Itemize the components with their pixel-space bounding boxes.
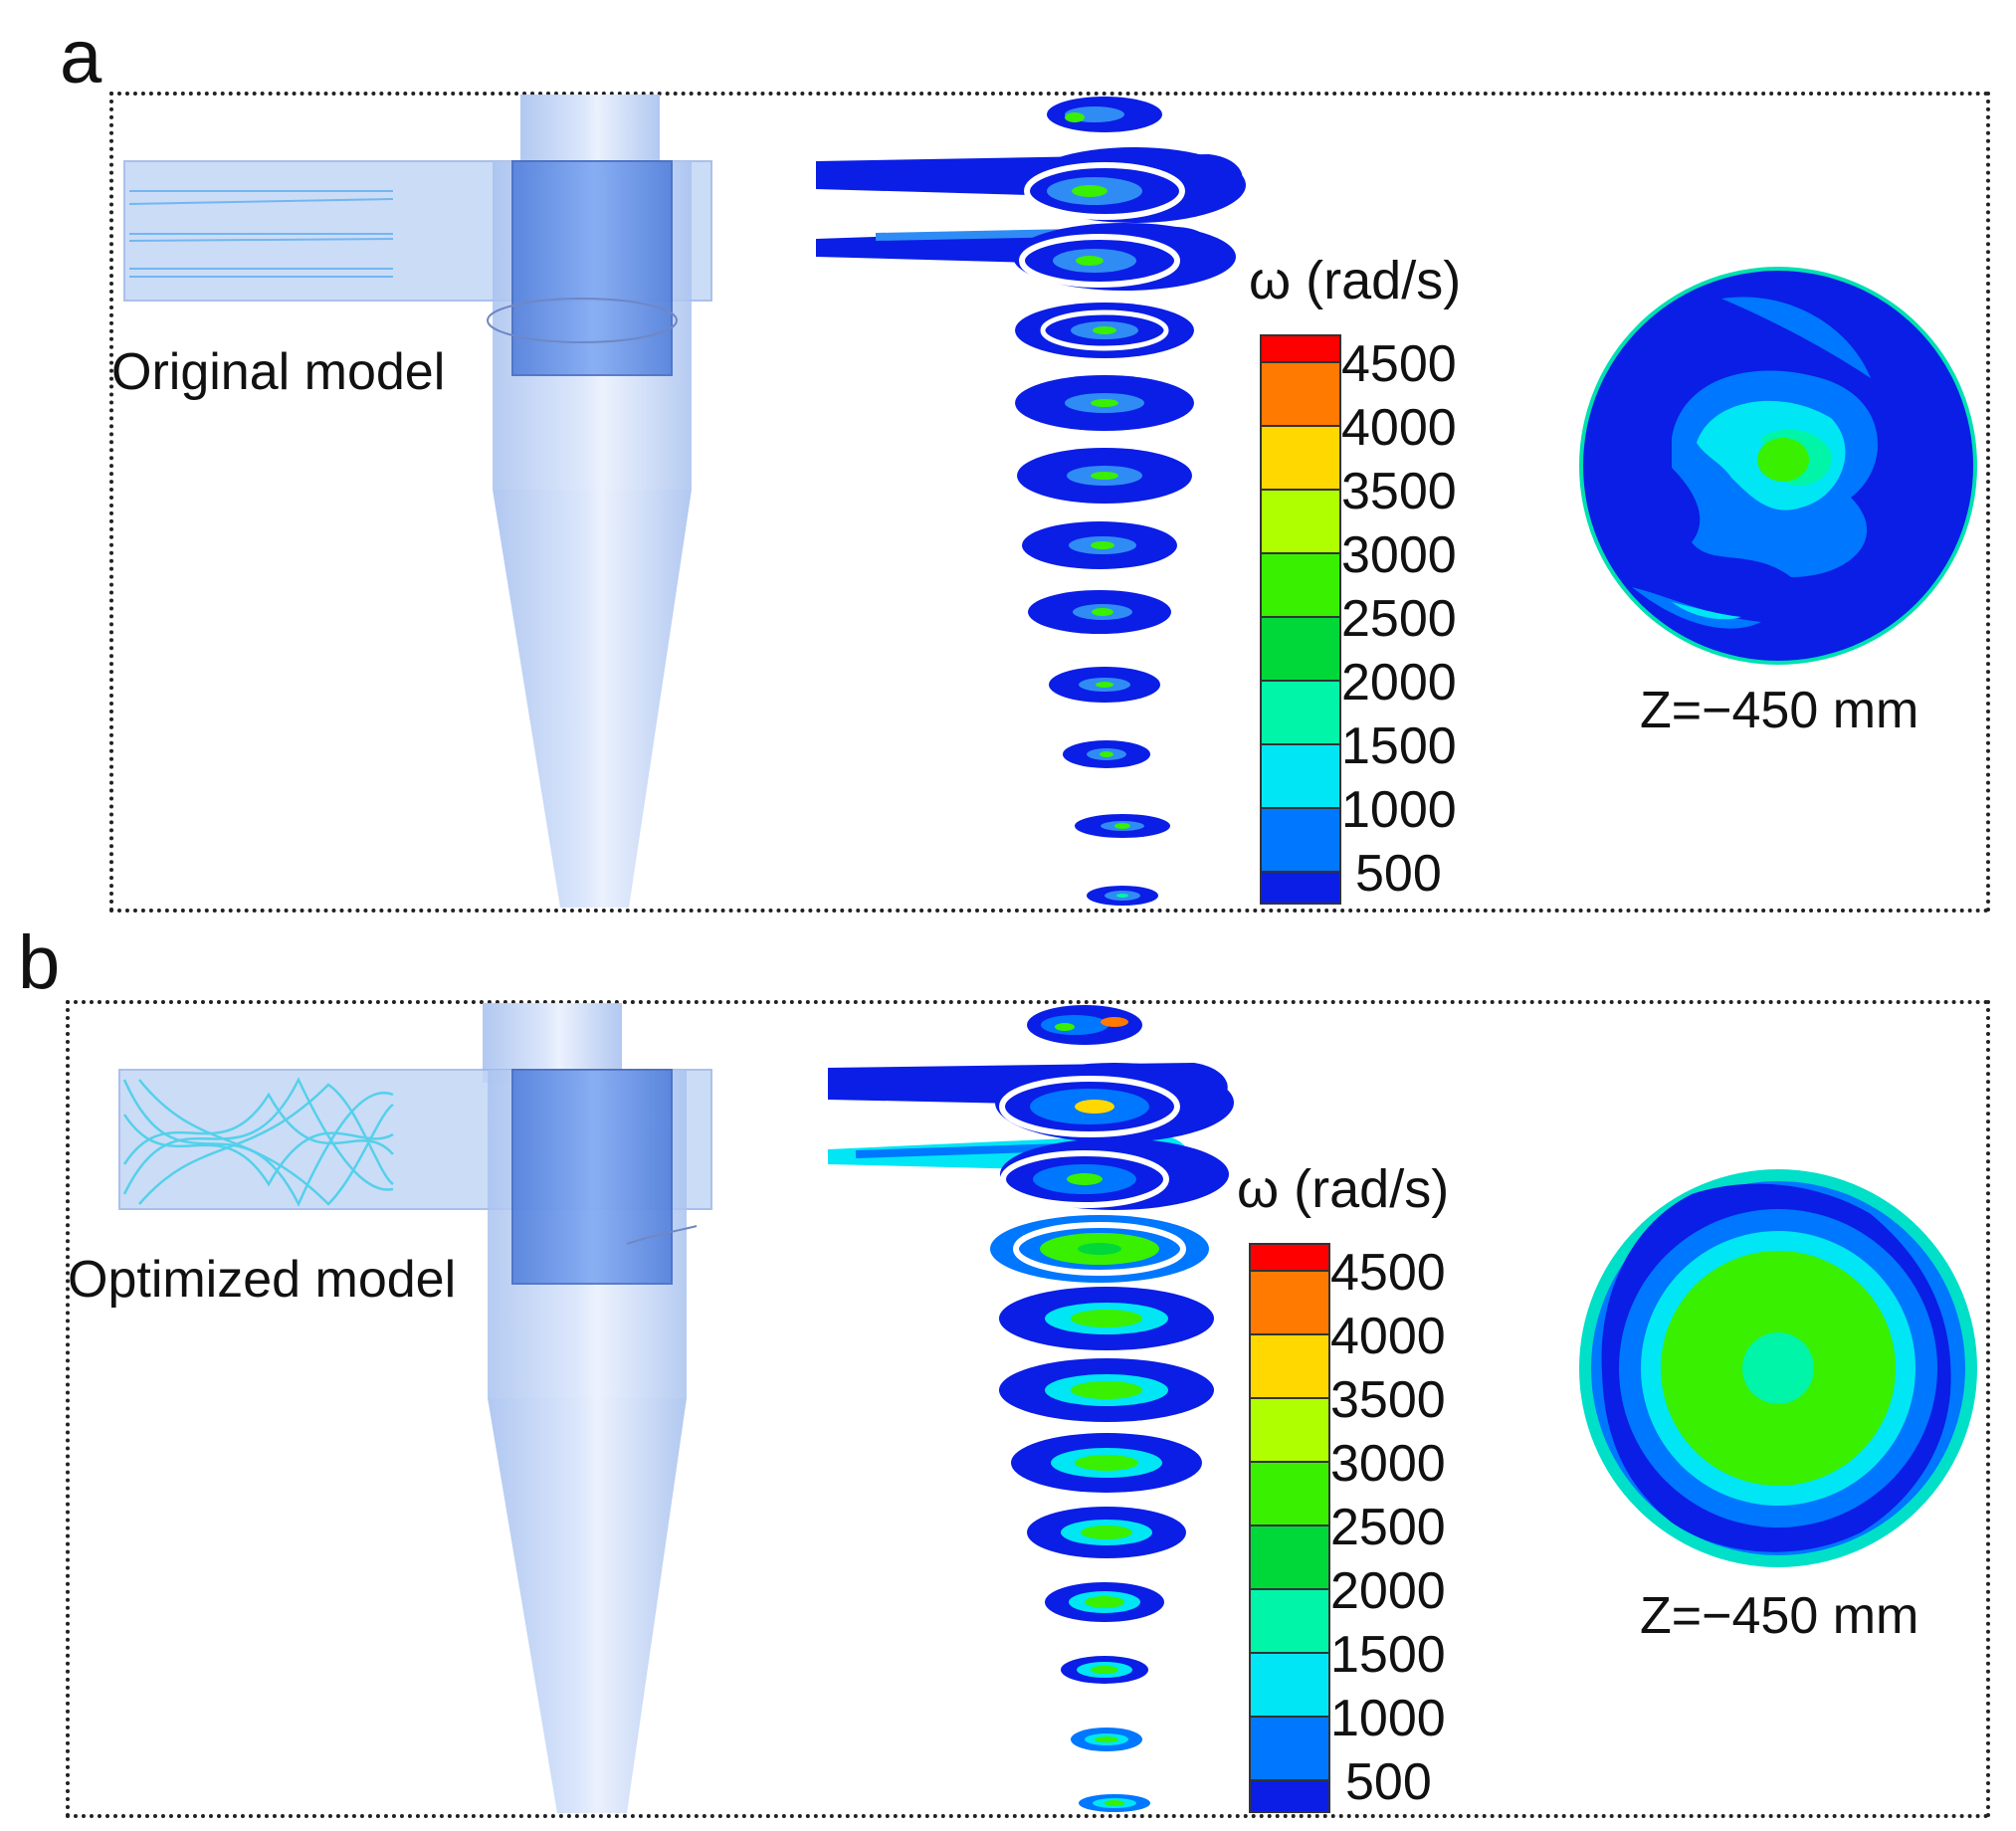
model-label-optimized: Optimized model xyxy=(68,1251,457,1309)
cross-section-optimized xyxy=(1579,1169,1977,1567)
vorticity-slices-optimized xyxy=(828,1005,1234,1812)
tick-label: 3500 xyxy=(1330,1371,1446,1429)
tick-label: 1500 xyxy=(1330,1626,1446,1684)
colorbar-title-optimized: ω (rad/s) xyxy=(1237,1159,1450,1219)
vorticity-slices-original xyxy=(816,97,1246,906)
tick-label: 1500 xyxy=(1341,717,1457,775)
tick-label: 4500 xyxy=(1330,1244,1446,1302)
section-label-original: Z=−450 mm xyxy=(1640,682,1919,739)
tick-label: 4000 xyxy=(1330,1308,1446,1365)
tick-label: 2000 xyxy=(1341,654,1457,712)
cyclone-model-original xyxy=(123,95,712,908)
tick-label: 2500 xyxy=(1341,590,1457,648)
cyclone-model-optimized xyxy=(118,1003,712,1813)
model-label-original: Original model xyxy=(111,343,446,401)
tick-label: 3000 xyxy=(1341,526,1457,584)
tick-label: 1000 xyxy=(1341,781,1457,839)
colorbar-optimized xyxy=(1249,1243,1330,1813)
tick-label: 2500 xyxy=(1330,1499,1446,1556)
tick-label: 4000 xyxy=(1341,399,1457,457)
tick-label: 3000 xyxy=(1330,1435,1446,1493)
cross-section-original xyxy=(1579,267,1977,665)
panel-b-frame xyxy=(66,1000,1990,1818)
colorbar-original xyxy=(1260,334,1341,905)
panel-a-frame xyxy=(109,92,1990,913)
tick-label: 4500 xyxy=(1341,335,1457,393)
tick-label: 500 xyxy=(1355,845,1442,903)
section-label-optimized: Z=−450 mm xyxy=(1640,1587,1919,1645)
colorbar-title-original: ω (rad/s) xyxy=(1249,251,1462,310)
panel-letter-b: b xyxy=(18,920,61,1005)
tick-label: 3500 xyxy=(1341,463,1457,520)
tick-label: 2000 xyxy=(1330,1562,1446,1620)
tick-label: 500 xyxy=(1345,1753,1432,1811)
tick-label: 1000 xyxy=(1330,1690,1446,1747)
panel-letter-a: a xyxy=(60,15,102,100)
